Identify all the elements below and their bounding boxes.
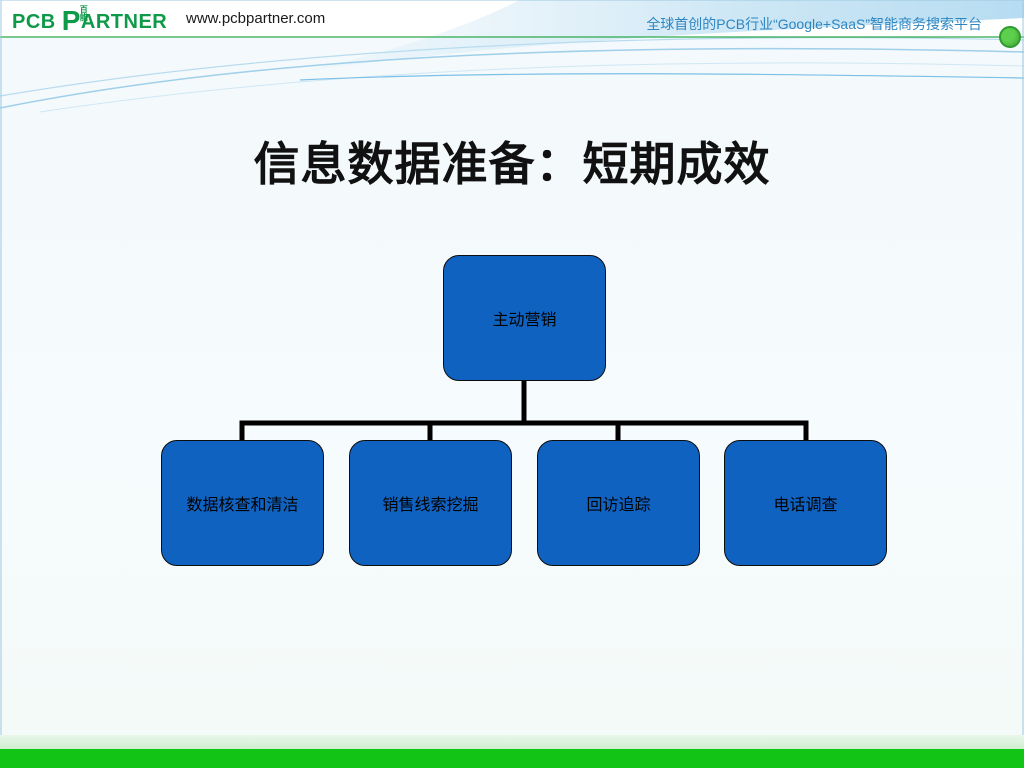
- website-url-link[interactable]: www.pcbpartner.com: [186, 10, 326, 27]
- node-child-1-label: 数据核查和清洁: [186, 495, 299, 514]
- footer-light-band: [0, 735, 1024, 749]
- node-child-4[interactable]: 电话调查: [724, 440, 887, 566]
- logo-pcb-text: PCB: [12, 11, 56, 33]
- logo-cn-text: 百能: [79, 5, 88, 22]
- logo-p-letter: P 百能: [62, 6, 88, 35]
- node-root[interactable]: 主动营销: [443, 255, 606, 381]
- logo-p-text: P: [61, 5, 81, 36]
- node-child-3-label: 回访追踪: [586, 495, 651, 514]
- node-child-1[interactable]: 数据核查和清洁: [161, 440, 324, 566]
- footer-green-bar: [0, 749, 1024, 768]
- node-child-4-label: 电话调查: [773, 495, 838, 514]
- logo-artner-text: ARTNER: [80, 11, 168, 33]
- pcbpartner-logo[interactable]: PCB P 百能 ARTNER: [12, 6, 168, 35]
- node-child-2[interactable]: 销售线索挖掘: [349, 440, 512, 566]
- node-root-label: 主动营销: [492, 310, 557, 329]
- green-circle-icon: [999, 26, 1021, 48]
- node-child-2-label: 销售线索挖掘: [382, 495, 479, 514]
- header-tagline: 全球首创的PCB行业“Google+SaaS”智能商务搜索平台: [646, 16, 982, 32]
- node-child-3[interactable]: 回访追踪: [537, 440, 700, 566]
- slide-title: 信息数据准备：短期成效: [253, 137, 771, 191]
